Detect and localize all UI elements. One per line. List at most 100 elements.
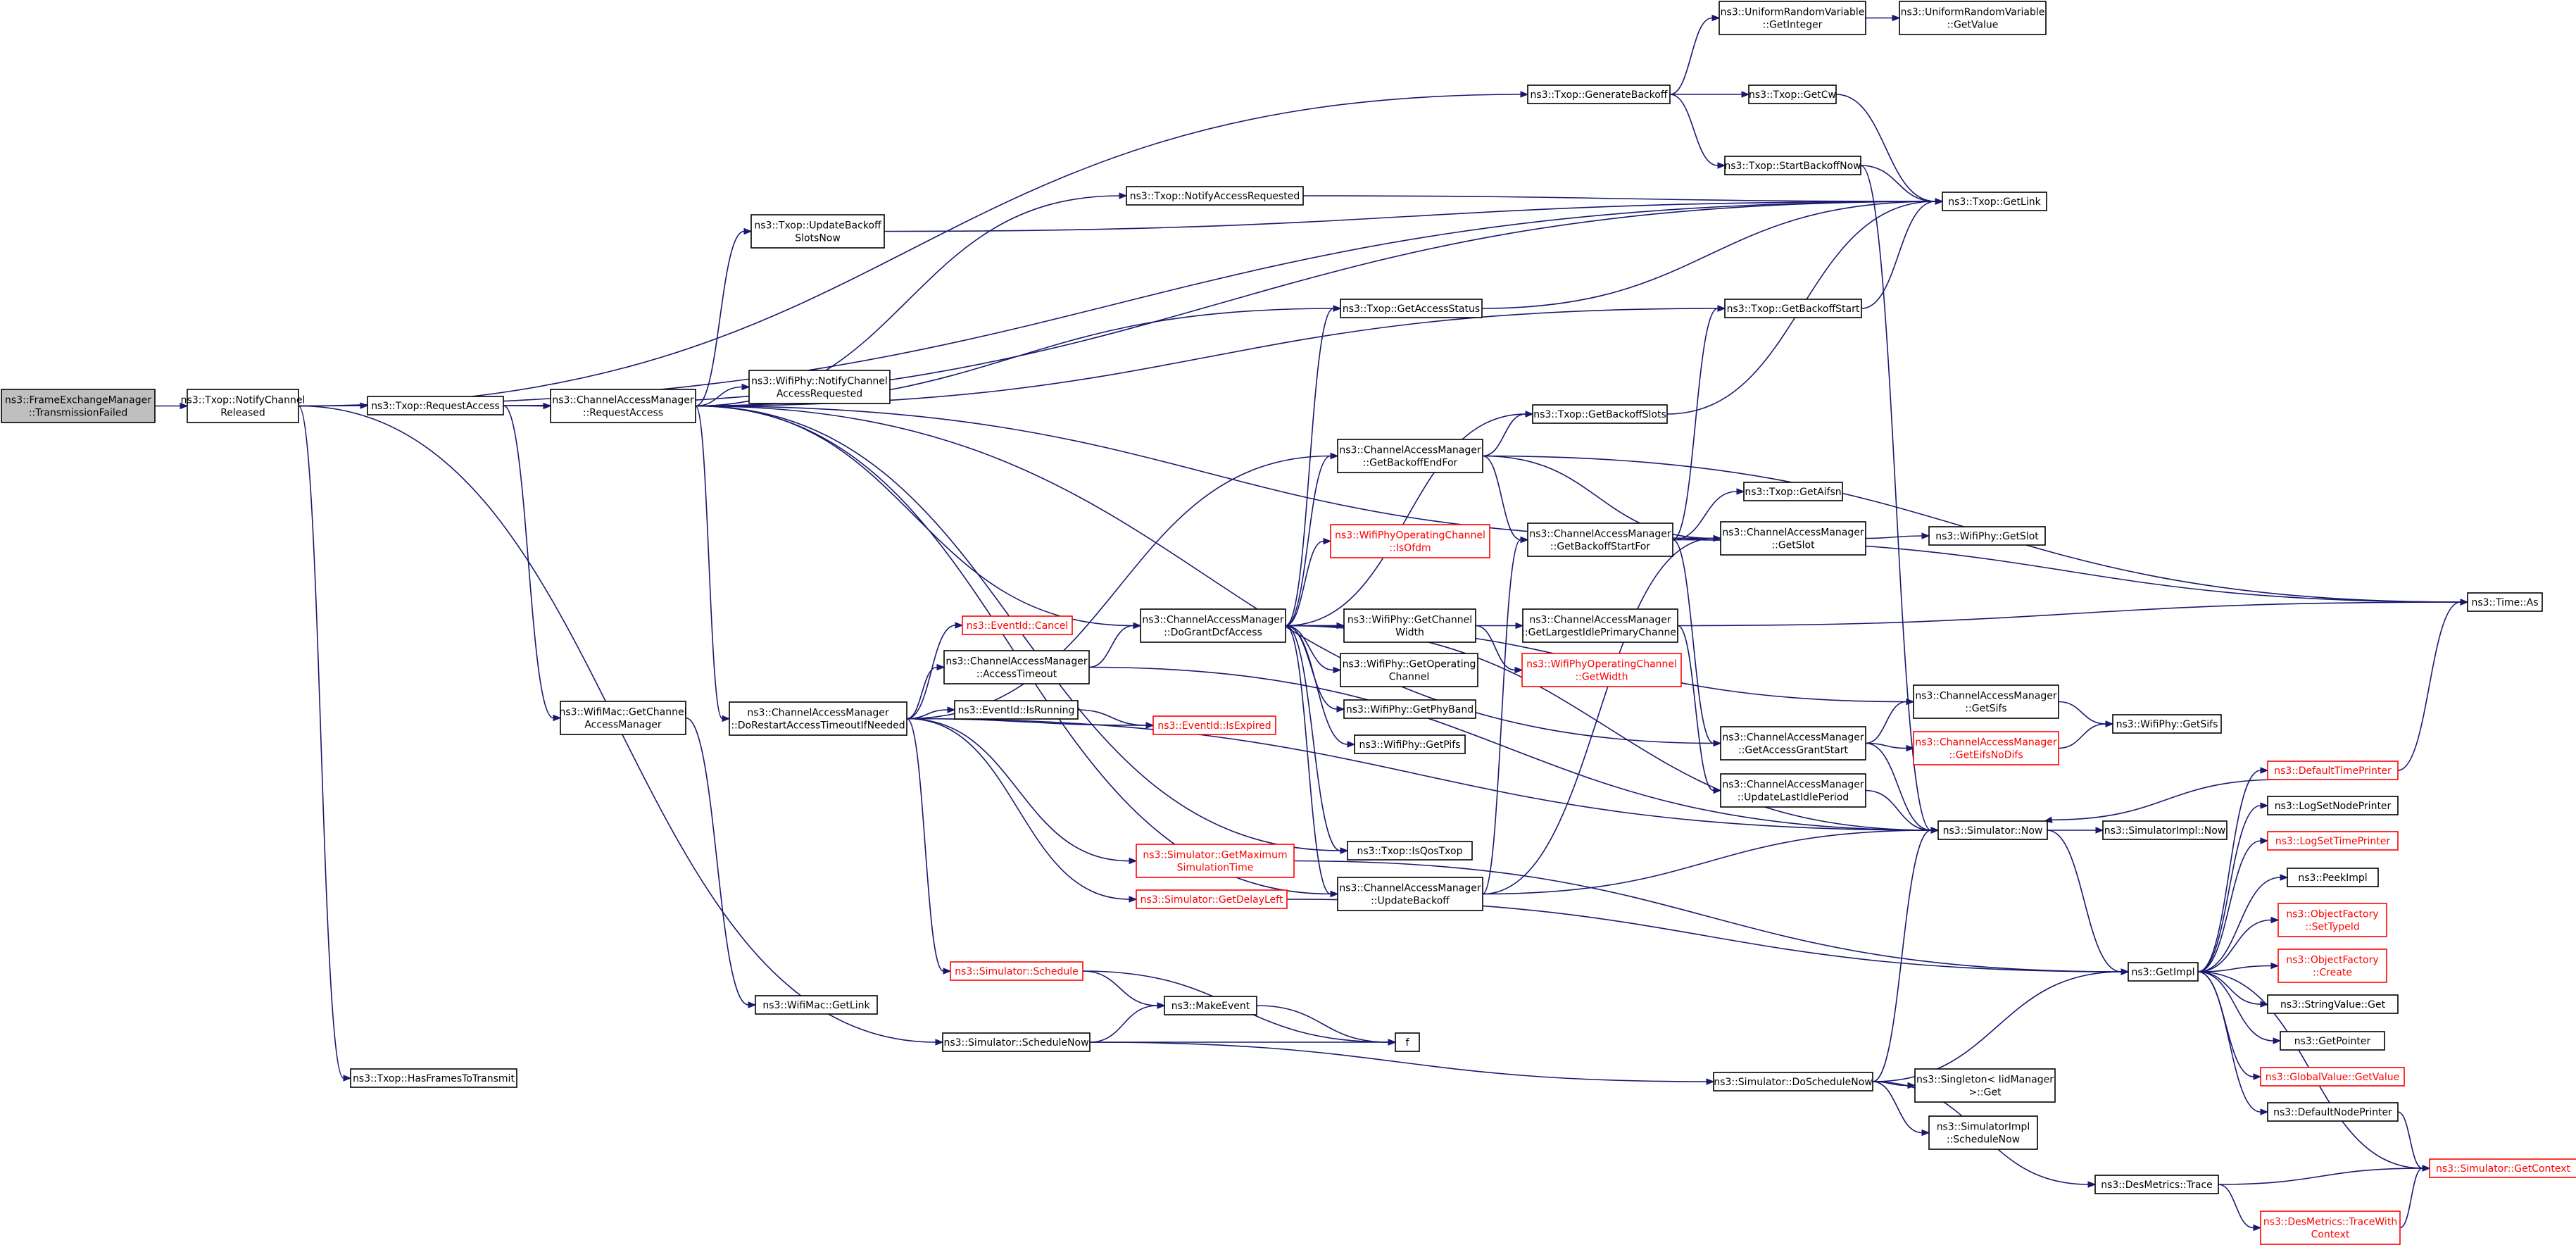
- node-label: ::GetBackoffStartFor: [1550, 542, 1650, 553]
- node-get-pifs[interactable]: ns3::WifiPhy::GetPifs: [1354, 734, 1466, 754]
- node-log-set-time-printer[interactable]: ns3::LogSetTimePrinter: [2267, 831, 2399, 851]
- node-default-node-printer[interactable]: ns3::DefaultNodePrinter: [2267, 1102, 2399, 1122]
- node-get-delay-left[interactable]: ns3::Simulator::GetDelayLeft: [1136, 889, 1288, 909]
- edge-arrowhead: [935, 1039, 944, 1046]
- node-label: ::GetValue: [1947, 20, 1999, 31]
- node-get-width[interactable]: ns3::WifiPhyOperatingChannel::GetWidth: [1521, 653, 1682, 687]
- node-get-access-status[interactable]: ns3::Txop::GetAccessStatus: [1340, 299, 1483, 318]
- node-of-create[interactable]: ns3::ObjectFactory::Create: [2277, 949, 2387, 983]
- node-sim-impl-schedule-now[interactable]: ns3::SimulatorImpl::ScheduleNow: [1928, 1115, 2038, 1150]
- node-make-event[interactable]: ns3::MakeEvent: [1164, 996, 1257, 1015]
- node-box: [2280, 1031, 2385, 1051]
- node-get-link[interactable]: ns3::Txop::GetLink: [1942, 192, 2047, 211]
- node-get-backoff-start-for[interactable]: ns3::ChannelAccessManager::GetBackoffSta…: [1527, 523, 1673, 557]
- node-box: [1395, 1032, 1420, 1052]
- node-is-ofdm[interactable]: ns3::WifiPhyOperatingChannel::IsOfdm: [1330, 524, 1490, 558]
- node-label: ::SetTypeId: [2305, 922, 2360, 933]
- node-label: ns3::DefaultTimePrinter: [2274, 765, 2392, 777]
- node-notify-channel-access-requested[interactable]: ns3::WifiPhy::NotifyChannelAccessRequest…: [748, 370, 891, 404]
- node-get-cw[interactable]: ns3::Txop::GetCw: [1748, 85, 1837, 104]
- node-get-backoff-end-for[interactable]: ns3::ChannelAccessManager::GetBackoffEnd…: [1337, 439, 1483, 473]
- edge-arrowhead: [2095, 827, 2104, 834]
- node-get-backoff-start[interactable]: ns3::Txop::GetBackoffStart: [1724, 299, 1862, 318]
- node-update-backoff[interactable]: ns3::ChannelAccessManager::UpdateBackoff: [1337, 877, 1483, 911]
- node-wifi-mac-get-link[interactable]: ns3::WifiMac::GetLink: [755, 995, 878, 1015]
- edge-arrowhead: [1520, 91, 1529, 98]
- node-event-cancel[interactable]: ns3::EventId::Cancel: [962, 615, 1073, 635]
- node-event-is-running[interactable]: ns3::EventId::IsRunning: [954, 700, 1079, 720]
- node-cam-get-slot[interactable]: ns3::ChannelAccessManager::GetSlot: [1720, 521, 1866, 556]
- node-cam-request-access[interactable]: ns3::ChannelAccessManager::RequestAccess: [550, 389, 696, 423]
- node-do-schedule-now[interactable]: ns3::Simulator::DoScheduleNow: [1713, 1072, 1873, 1091]
- node-uniform-get-integer[interactable]: ns3::UniformRandomVariable::GetInteger: [1719, 1, 1866, 35]
- edge-arrowhead: [2460, 599, 2469, 606]
- node-is-qos-txop[interactable]: ns3::Txop::IsQosTxop: [1347, 841, 1473, 861]
- node-get-pointer[interactable]: ns3::GetPointer: [2280, 1031, 2385, 1051]
- node-txop-request-access[interactable]: ns3::Txop::RequestAccess: [367, 396, 504, 415]
- node-get-access-grant-start[interactable]: ns3::ChannelAccessManager::GetAccessGran…: [1720, 726, 1866, 761]
- node-label: ns3::Simulator::DoScheduleNow: [1714, 1077, 1872, 1088]
- node-access-timeout[interactable]: ns3::ChannelAccessManager::AccessTimeout: [943, 650, 1090, 684]
- edge-arrowhead: [2253, 1073, 2262, 1080]
- node-label: ns3::WifiPhyOperatingChannel: [1335, 530, 1485, 542]
- node-start-backoff-now[interactable]: ns3::Txop::StartBackoffNow: [1724, 156, 1861, 175]
- node-des-trace[interactable]: ns3::DesMetrics::Trace: [2094, 1175, 2219, 1194]
- node-cam-get-sifs[interactable]: ns3::ChannelAccessManager::GetSifs: [1913, 684, 2059, 719]
- edge: [1872, 830, 1932, 1082]
- node-update-last-idle[interactable]: ns3::ChannelAccessManager::UpdateLastIdl…: [1720, 773, 1866, 808]
- node-has-frames[interactable]: ns3::Txop::HasFramesToTransmit: [350, 1068, 517, 1088]
- node-label: ns3::GlobalValue::GetValue: [2266, 1072, 2399, 1083]
- edge-arrowhead: [1736, 488, 1745, 495]
- node-global-value-get[interactable]: ns3::GlobalValue::GetValue: [2260, 1067, 2405, 1087]
- edge: [906, 718, 1932, 831]
- edge: [906, 718, 944, 972]
- node-wifi-phy-get-sifs[interactable]: ns3::WifiPhy::GetSifs: [2112, 714, 2222, 734]
- node-log-set-node-printer[interactable]: ns3::LogSetNodePrinter: [2267, 796, 2399, 815]
- edge-arrowhead: [1741, 91, 1750, 98]
- node-label: ns3::GetPointer: [2294, 1036, 2371, 1047]
- node-string-value-get[interactable]: ns3::StringValue::Get: [2267, 994, 2399, 1014]
- node-get-impl[interactable]: ns3::GetImpl: [2128, 962, 2199, 982]
- node-wifi-phy-get-slot[interactable]: ns3::WifiPhy::GetSlot: [1928, 526, 2046, 546]
- node-event-is-expired[interactable]: ns3::EventId::IsExpired: [1152, 715, 1276, 735]
- node-get-eifs-no-difs[interactable]: ns3::ChannelAccessManager::GetEifsNoDifs: [1913, 731, 2059, 765]
- node-sim-now[interactable]: ns3::Simulator::Now: [1937, 820, 2048, 840]
- node-generate-backoff[interactable]: ns3::Txop::GenerateBackoff: [1527, 85, 1671, 104]
- edge: [695, 230, 745, 407]
- node-do-grant-dcf-access[interactable]: ns3::ChannelAccessManager::DoGrantDcfAcc…: [1140, 608, 1286, 643]
- node-default-time-printer[interactable]: ns3::DefaultTimePrinter: [2267, 761, 2399, 780]
- node-get-backoff-slots[interactable]: ns3::Txop::GetBackoffSlots: [1532, 404, 1668, 424]
- node-sim-get-context[interactable]: ns3::Simulator::GetContext: [2429, 1158, 2576, 1178]
- node-get-phy-band[interactable]: ns3::WifiPhy::GetPhyBand: [1343, 699, 1476, 719]
- edge: [2399, 1168, 2423, 1229]
- node-label: ns3::LogSetNodePrinter: [2275, 801, 2392, 812]
- node-notify-access-requested[interactable]: ns3::Txop::NotifyAccessRequested: [1126, 186, 1304, 206]
- node-schedule[interactable]: ns3::Simulator::Schedule: [950, 961, 1083, 981]
- node-box: [1347, 841, 1473, 861]
- edge: [1865, 535, 1923, 539]
- node-singleton-get[interactable]: ns3::Singleton< IidManager>::Get: [1914, 1068, 2056, 1103]
- node-get-aifsn[interactable]: ns3::Txop::GetAifsn: [1743, 482, 1843, 501]
- node-uniform-get-value[interactable]: ns3::UniformRandomVariable::GetValue: [1899, 1, 2047, 35]
- node-get-largest-idle[interactable]: ns3::ChannelAccessManager::GetLargestIdl…: [1521, 608, 1679, 643]
- edge: [1482, 830, 1932, 895]
- node-time-as[interactable]: ns3::Time::As: [2467, 592, 2543, 612]
- node-root[interactable]: ns3::FrameExchangeManager::TransmissionF…: [1, 389, 156, 423]
- node-sim-impl-now[interactable]: ns3::SimulatorImpl::Now: [2102, 820, 2228, 840]
- node-schedule-now[interactable]: ns3::Simulator::ScheduleNow: [942, 1032, 1091, 1052]
- node-of-set-type-id[interactable]: ns3::ObjectFactory::SetTypeId: [2277, 903, 2387, 937]
- edge: [2197, 919, 2272, 972]
- node-box: [1354, 734, 1466, 754]
- edge: [1302, 195, 1936, 202]
- node-peek-impl[interactable]: ns3::PeekImpl: [2287, 868, 2379, 887]
- node-label: ns3::Txop::GetAifsn: [1745, 487, 1841, 498]
- node-do-restart[interactable]: ns3::ChannelAccessManager::DoRestartAcce…: [729, 701, 907, 736]
- node-f[interactable]: f: [1395, 1032, 1420, 1052]
